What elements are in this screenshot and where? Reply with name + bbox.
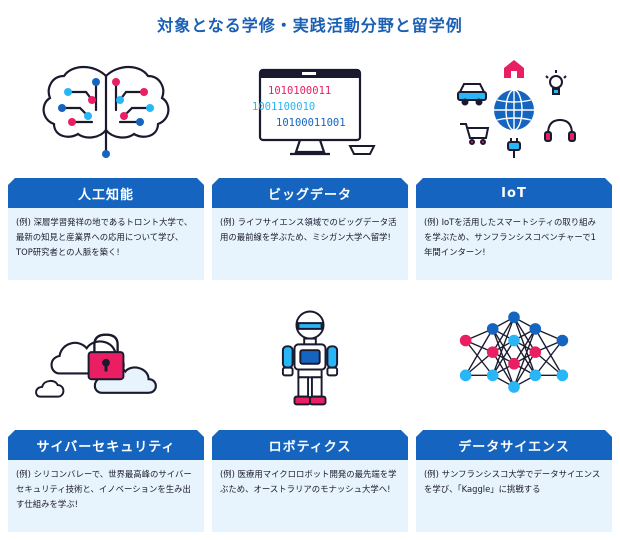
card-title: 人工知能 <box>8 178 204 208</box>
nn-edge <box>492 316 515 353</box>
nn-node <box>459 334 472 347</box>
nn-edge <box>465 340 494 376</box>
card-iot: IoT (例) IoTを活用したスマートシティの取り組みを学ぶため、サンフランシ… <box>416 48 612 280</box>
nn-edge <box>465 328 494 376</box>
nn-edge <box>534 351 563 376</box>
robot-icon <box>281 310 339 406</box>
card-bigdata: 1010100011 1001100010 10100011001 ビッグデータ… <box>212 48 408 280</box>
nn-node <box>486 369 499 382</box>
card-title: ロボティクス <box>212 430 408 460</box>
bulb-icon <box>545 70 567 95</box>
neural-network-icon <box>459 311 569 393</box>
plug-icon <box>507 138 521 158</box>
nn-node <box>508 334 520 347</box>
card-ai: 人工知能 (例) 深層学習発祥の地であるトロント大学で、最新の知見と産業界への応… <box>8 48 204 280</box>
card-cybersecurity: サイバーセキュリティ (例) シリコンバレーで、世界最高峰のサイバーセキュリティ… <box>8 296 204 532</box>
card-title: IoT <box>416 178 612 208</box>
nn-edge <box>513 351 536 388</box>
nn-node <box>529 346 542 358</box>
card-desc: (例) 深層学習発祥の地であるトロント大学で、最新の知見と産業界への応用について… <box>8 208 204 280</box>
bit-row-2: 1001100010 <box>252 101 315 113</box>
card-desc: (例) ライフサイエンス領域でのビッグデータ活用の最前線を学ぶため、ミシガン大学… <box>212 208 408 280</box>
nn-node <box>529 369 542 382</box>
card-desc: (例) 医療用マイクロロボット開発の最先端を学ぶため、オーストラリアのモナッシュ… <box>212 460 408 532</box>
cloud-icon <box>35 333 157 398</box>
nn-node <box>459 369 472 382</box>
globe-icon <box>457 60 576 158</box>
nn-edge <box>513 328 536 365</box>
headphones-icon <box>544 118 576 142</box>
nn-edge <box>465 351 494 376</box>
nn-node <box>508 357 520 370</box>
nn-edge <box>513 328 536 388</box>
nn-edge <box>492 340 515 376</box>
card-title: サイバーセキュリティ <box>8 430 204 460</box>
monitor-icon: 1010100011 1001100010 10100011001 <box>252 68 376 156</box>
card-datascience: データサイエンス (例) サンフランシスコ大学でデータサイエンスを学び、「Kag… <box>416 296 612 532</box>
card-title: データサイエンス <box>416 430 612 460</box>
page-title: 対象となる学修・実践活動分野と留学例 <box>157 16 463 35</box>
nn-node <box>556 369 569 382</box>
house-icon <box>504 60 524 78</box>
nn-edge <box>492 317 515 376</box>
nn-node <box>529 323 542 335</box>
nn-node <box>508 381 520 393</box>
card-desc: (例) サンフランシスコ大学でデータサイエンスを学び、「Kaggle」に挑戦する <box>416 460 612 532</box>
cart-icon <box>460 123 490 145</box>
nn-node <box>486 323 499 335</box>
car-icon <box>457 83 487 106</box>
nn-node <box>556 334 569 347</box>
brain-icon <box>42 65 170 158</box>
bit-row-1: 1010100011 <box>268 85 331 97</box>
nn-edge <box>534 328 563 376</box>
nn-node <box>508 311 520 324</box>
card-robotics: ロボティクス (例) 医療用マイクロロボット開発の最先端を学ぶため、オーストラリ… <box>212 296 408 532</box>
nn-edge <box>534 340 563 376</box>
padlock-icon <box>87 333 125 381</box>
nn-node <box>486 346 499 358</box>
card-desc: (例) IoTを活用したスマートシティの取り組みを学ぶため、サンフランシスコベン… <box>416 208 612 280</box>
bit-row-3: 10100011001 <box>276 117 346 129</box>
card-title: ビッグデータ <box>212 178 408 208</box>
card-desc: (例) シリコンバレーで、世界最高峰のサイバーセキュリティ技術と、イノベーション… <box>8 460 204 532</box>
